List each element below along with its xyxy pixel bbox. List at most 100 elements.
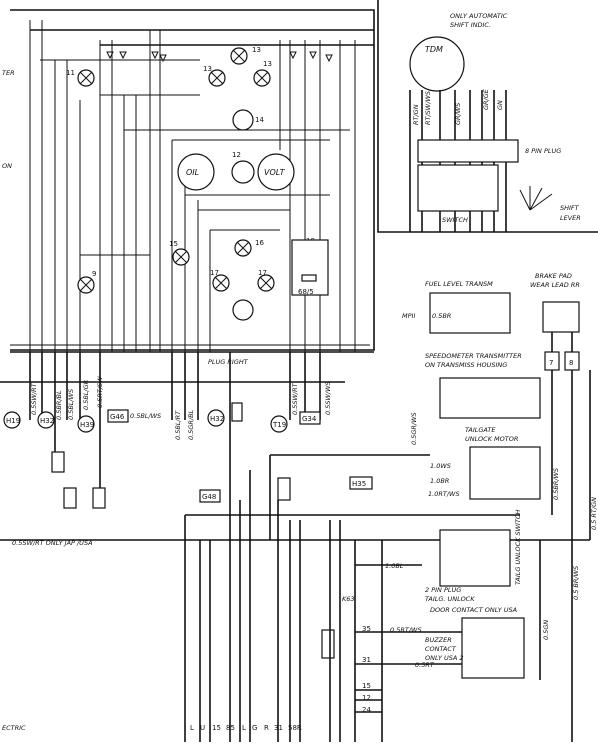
cluster-frame: [10, 9, 375, 351]
svg-text:TAILG UNLOCK SWITCH: TAILG UNLOCK SWITCH: [514, 510, 522, 585]
svg-text:11: 11: [66, 69, 75, 77]
tailgate-unlock-switch: [439, 529, 511, 587]
svg-text:0.5RT/WS: 0.5RT/WS: [390, 626, 422, 634]
gauge-12: [231, 160, 255, 184]
svg-text:13: 13: [252, 46, 261, 54]
brake-pad-sensor: [542, 301, 580, 333]
svg-text:0.5 RT/GN: 0.5 RT/GN: [590, 497, 598, 530]
svg-text:ECTRIC: ECTRIC: [2, 724, 26, 732]
svg-text:GR/WS: GR/WS: [454, 103, 462, 125]
svg-text:H19: H19: [6, 417, 20, 425]
bottom-pins: L U 15 85 L G R 31 58R: [190, 724, 302, 732]
svg-text:0.5GR/BL: 0.5GR/BL: [187, 409, 195, 440]
svg-text:TAILG. UNLOCK: TAILG. UNLOCK: [425, 595, 475, 603]
svg-text:K63: K63: [342, 595, 355, 603]
svg-text:0.5GR/WS: 0.5GR/WS: [410, 412, 418, 445]
svg-text:MPII: MPII: [402, 312, 415, 320]
svg-text:ONLY AUTOMATIC: ONLY AUTOMATIC: [450, 12, 508, 20]
svg-text:13: 13: [203, 65, 212, 73]
svg-text:0.5BL/WS: 0.5BL/WS: [67, 389, 75, 420]
svg-text:17: 17: [210, 269, 219, 277]
svg-text:0.5SW/RT: 0.5SW/RT: [30, 382, 38, 415]
svg-text:LEVER: LEVER: [560, 214, 581, 222]
svg-text:RT/GN: RT/GN: [412, 104, 420, 125]
tailgate-unlock-motor: [469, 446, 541, 500]
svg-text:1.0RT/WS: 1.0RT/WS: [428, 490, 460, 498]
svg-text:8: 8: [569, 359, 573, 367]
svg-text:BRAKE PAD: BRAKE PAD: [535, 272, 572, 280]
svg-text:R: R: [264, 724, 269, 732]
svg-text:15: 15: [212, 724, 221, 732]
bulb-icon: [253, 69, 271, 87]
svg-text:35: 35: [362, 625, 371, 633]
svg-text:T19: T19: [272, 421, 286, 429]
svg-text:24: 24: [362, 706, 371, 714]
shift-frame: [377, 0, 598, 233]
svg-text:ON TRANSMISS HOUSING: ON TRANSMISS HOUSING: [425, 361, 507, 369]
svg-text:15: 15: [362, 682, 371, 690]
svg-text:TAILGATE: TAILGATE: [465, 426, 496, 434]
bulb-icon: [257, 274, 275, 292]
svg-text:H35: H35: [352, 480, 366, 488]
bulb-icon: [208, 69, 226, 87]
svg-text:GN: GN: [496, 100, 504, 110]
svg-text:31: 31: [274, 724, 283, 732]
shift-switch: [417, 164, 499, 212]
svg-text:0.5RT: 0.5RT: [415, 661, 435, 669]
svg-text:H32: H32: [40, 417, 54, 425]
svg-text:0.5BR: 0.5BR: [432, 312, 451, 320]
svg-text:0.5 BR/WS: 0.5 BR/WS: [572, 566, 580, 600]
svg-text:GR/GE: GR/GE: [482, 88, 490, 110]
svg-text:9: 9: [92, 270, 96, 278]
eight-pin-plug: [417, 139, 519, 163]
bulb-icon: [230, 47, 248, 65]
svg-text:L: L: [190, 724, 194, 732]
svg-text:1.0WS: 1.0WS: [430, 462, 451, 470]
wire-note-05swrt: 0.5SW/RT ONLY JAP /USA: [12, 539, 93, 547]
connector-boxes: H19 H32 H39 H32 T19 G46 G34 G48 H35: [3, 402, 373, 659]
speedometer-transmitter: [439, 377, 541, 419]
bulb-icon: [234, 239, 252, 257]
svg-text:TDM: TDM: [425, 45, 443, 54]
svg-text:0.5SW/WS: 0.5SW/WS: [324, 381, 332, 415]
svg-text:TER: TER: [2, 69, 15, 77]
svg-text:12: 12: [362, 694, 371, 702]
lamp-14: [232, 109, 254, 131]
oil-gauge: [177, 153, 215, 191]
tdm-connector: [409, 36, 465, 92]
svg-text:SPEEDOMETER TRANSMITTER: SPEEDOMETER TRANSMITTER: [425, 352, 522, 360]
plug-right-label: PLUG RIGHT: [208, 358, 249, 366]
svg-text:ONLY USA 2: ONLY USA 2: [425, 654, 464, 662]
svg-text:17: 17: [258, 269, 267, 277]
svg-text:14: 14: [255, 116, 264, 124]
svg-text:13: 13: [263, 60, 272, 68]
bulb-18-box: [291, 239, 329, 296]
svg-text:FUEL LEVEL TRANSM: FUEL LEVEL TRANSM: [425, 280, 493, 288]
svg-text:0.5SW/RT: 0.5SW/RT: [291, 382, 299, 415]
svg-text:SWITCH: SWITCH: [442, 216, 468, 224]
svg-text:SHIFT INDIC.: SHIFT INDIC.: [450, 21, 491, 29]
svg-text:0.5GN: 0.5GN: [542, 620, 550, 640]
svg-text:OIL: OIL: [186, 168, 199, 177]
svg-text:2 PIN PLUG: 2 PIN PLUG: [425, 586, 461, 594]
svg-text:0.5BR/BL: 0.5BR/BL: [55, 390, 63, 420]
volt-gauge: [257, 153, 295, 191]
svg-text:12: 12: [232, 151, 241, 159]
svg-text:VOLT: VOLT: [264, 168, 286, 177]
svg-text:58R: 58R: [288, 724, 302, 732]
bulb-icon: [77, 276, 95, 294]
bulb-icon: [172, 248, 190, 266]
svg-text:U: U: [200, 724, 205, 732]
svg-text:15: 15: [169, 240, 178, 248]
svg-text:G: G: [252, 724, 257, 732]
svg-text:0.5BL/RT: 0.5BL/RT: [174, 410, 182, 440]
svg-text:0.5BR/WS: 0.5BR/WS: [552, 468, 560, 500]
fuel-level-transmitter: [429, 292, 511, 334]
svg-text:7: 7: [549, 359, 553, 367]
svg-text:G34: G34: [302, 415, 317, 423]
svg-text:BUZZER: BUZZER: [425, 636, 452, 644]
svg-text:DOOR CONTACT ONLY USA: DOOR CONTACT ONLY USA: [430, 606, 517, 614]
svg-text:0.5BL/WS: 0.5BL/WS: [130, 412, 161, 420]
